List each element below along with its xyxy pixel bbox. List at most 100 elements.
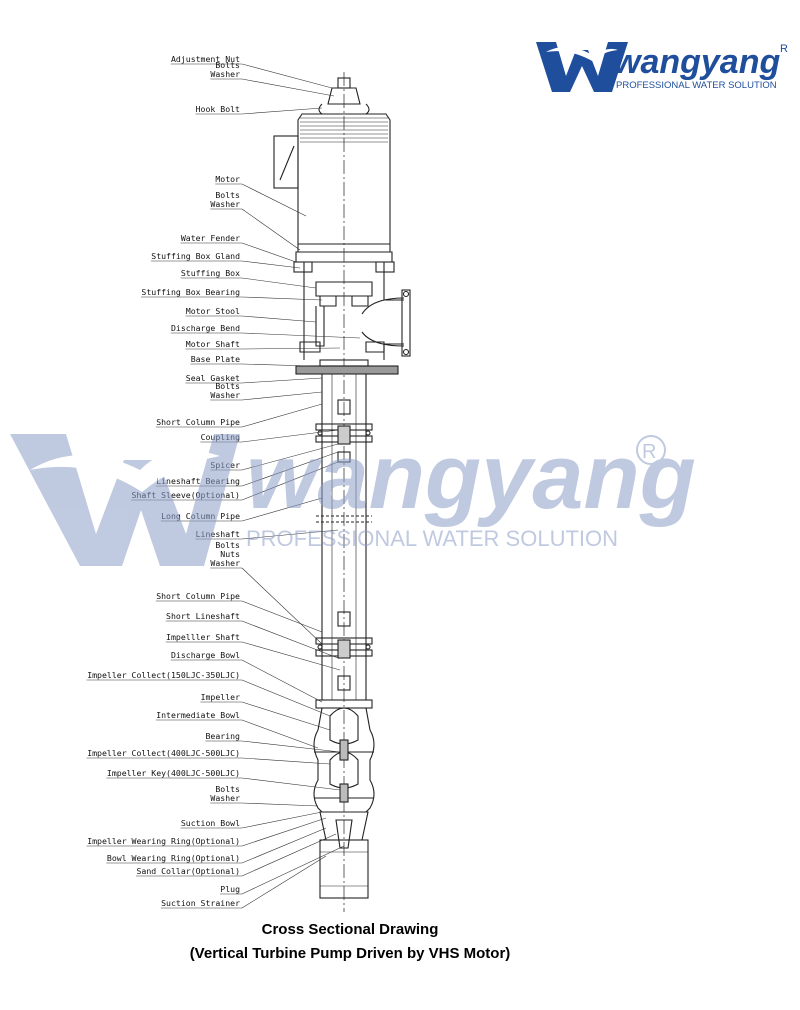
- callout-suction-strainer: Suction Strainer: [160, 855, 327, 909]
- callout-leader-line: [241, 833, 337, 877]
- base-plate-shape: [295, 359, 399, 375]
- callout-label: Impelller Shaft: [166, 632, 240, 642]
- callout-label: Lineshaft Bearing: [156, 476, 240, 486]
- callout-leader-line: [241, 78, 335, 97]
- callout-leader-line: [241, 679, 331, 717]
- callout-label: Shaft Sleeve(Optional): [132, 490, 240, 500]
- callout-label: Nuts: [220, 549, 240, 559]
- callout-leader-line: [241, 332, 361, 339]
- callout-label: Impeller Key(400LJC-500LJC): [107, 768, 240, 778]
- callout-discharge-bend: Discharge Bend: [170, 323, 361, 339]
- callout-leader-line: [241, 296, 323, 301]
- callout-leader-line: [241, 811, 323, 829]
- callout-label: Discharge Bend: [171, 323, 240, 333]
- callout-stuffing-box-bearing: Stuffing Box Bearing: [141, 287, 323, 301]
- callout-leader-line: [241, 827, 327, 864]
- callout-label: Impeller Wearing Ring(Optional): [87, 836, 240, 846]
- motor-shape: [273, 113, 393, 263]
- callout-hook-bolt: Hook Bolt: [195, 104, 323, 115]
- callout-leader-line: [241, 443, 339, 471]
- callout-label: Seal Gasket: [186, 373, 240, 383]
- discharge-head-shape: [293, 261, 411, 360]
- callout-label: Washer: [210, 199, 240, 209]
- callout-label: Bearing: [205, 731, 240, 741]
- callout-leader-line: [241, 620, 339, 659]
- callout-leader-line: [241, 567, 323, 645]
- callout-leader-line: [241, 260, 301, 269]
- callout-suction-bowl: Suction Bowl: [180, 811, 323, 829]
- callout-leader-line: [241, 641, 341, 671]
- callout-discharge-bowl: Discharge Bowl: [170, 650, 323, 703]
- callout-label: Plug: [220, 884, 240, 894]
- callout-leader-line: [241, 107, 323, 115]
- callout-leader-line: [241, 451, 339, 487]
- callout-impeller-wearing-ring: Impeller Wearing Ring(Optional): [86, 817, 327, 847]
- callout-impeller-collect-large: Impeller Collect(400LJC-500LJC): [86, 748, 331, 765]
- callout-leader-line: [241, 377, 323, 384]
- callout-leader-line: [241, 777, 341, 791]
- terminal-box-shape: [273, 135, 299, 189]
- callout-label: Short Lineshaft: [166, 611, 240, 621]
- callout-impeller-shaft: Impelller Shaft: [165, 632, 341, 671]
- bowl-assembly-shape: [313, 707, 375, 849]
- callout-motor-shaft: Motor Shaft: [185, 339, 341, 350]
- callout-label: Motor Stool: [186, 306, 240, 316]
- watermark-registered-mark: R: [642, 441, 656, 463]
- callout-leader-line: [241, 461, 339, 501]
- callout-sand-collar: Sand Collar(Optional): [136, 833, 337, 877]
- watermark-w-mark: [10, 434, 240, 566]
- callout-leader-line: [241, 757, 331, 765]
- callout-leader-line: [241, 183, 307, 217]
- callout-leader-line: [241, 802, 319, 807]
- callout-leader-line: [241, 208, 301, 251]
- column-flanges: [315, 399, 373, 709]
- logo-registered-mark: R: [780, 43, 788, 55]
- callout-label: Suction Strainer: [161, 898, 240, 908]
- callout-label: Bolts: [215, 540, 240, 550]
- callout-label: Washer: [210, 793, 240, 803]
- callout-leader-line: [241, 391, 323, 401]
- callout-label: Impeller Collect(400LJC-500LJC): [87, 748, 240, 758]
- callout-leader-line: [241, 529, 339, 540]
- callout-intermediate-bowl: Intermediate Bowl: [155, 710, 319, 749]
- watermark-wordmark: wangyang: [246, 426, 696, 528]
- callout-label: Water Fender: [181, 233, 240, 243]
- caption-subtitle: (Vertical Turbine Pump Driven by VHS Mot…: [189, 945, 511, 962]
- callout-leader-line: [241, 701, 331, 731]
- callout-label: Suction Bowl: [181, 818, 240, 828]
- callout-impeller-collect-small: Impeller Collect(150LJC-350LJC): [86, 670, 331, 717]
- callout-label: Bowl Wearing Ring(Optional): [107, 853, 240, 863]
- callout-leader-line: [241, 315, 317, 323]
- callout-label: Intermediate Bowl: [156, 710, 240, 720]
- adjustment-nut-shape: [318, 77, 370, 115]
- callout-label: Bolts: [215, 784, 240, 794]
- callout-adjustment-nut: Adjustment Nut: [170, 54, 333, 89]
- callout-label: Stuffing Box Bearing: [141, 287, 240, 297]
- callout-bowl-wearing-ring: Bowl Wearing Ring(Optional): [106, 827, 327, 864]
- callout-impeller-key: Impeller Key(400LJC-500LJC): [106, 768, 341, 791]
- callout-label: Short Column Pipe: [156, 591, 240, 601]
- callout-label: Adjustment Nut: [171, 54, 240, 64]
- callout-leader-line: [241, 855, 327, 909]
- callout-short-column-pipe-bottom: Short Column Pipe: [155, 591, 323, 633]
- callout-base-plate: Base Plate: [190, 354, 311, 367]
- callout-leader-line: [241, 740, 341, 753]
- callout-label: Stuffing Box: [181, 268, 240, 278]
- callout-impeller: Impeller: [200, 692, 331, 731]
- callout-motor-stool: Motor Stool: [185, 306, 317, 323]
- callout-water-fender: Water Fender: [180, 233, 297, 263]
- callout-label: Short Column Pipe: [156, 417, 240, 427]
- callout-label: Washer: [210, 558, 240, 568]
- callout-label: Washer: [210, 69, 240, 79]
- callout-plug: Plug: [220, 845, 345, 895]
- callout-seal-gasket: Seal Gasket: [185, 373, 323, 384]
- callout-leader-line: [241, 403, 323, 428]
- callout-leader-line: [241, 600, 323, 633]
- callout-label: Motor: [215, 174, 240, 184]
- callout-short-lineshaft: Short Lineshaft: [165, 611, 339, 659]
